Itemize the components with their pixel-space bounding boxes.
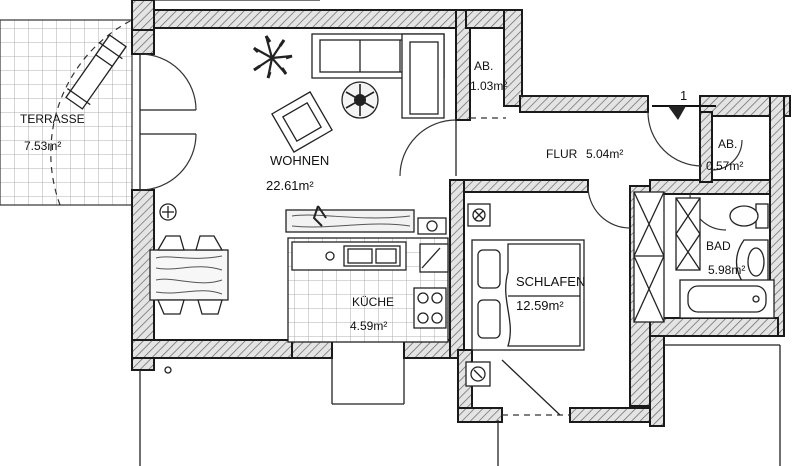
terrace-name: TERRASSE [20, 112, 85, 126]
vent-icon [467, 203, 491, 227]
hall-name: FLUR [546, 147, 578, 161]
radiator-icon [465, 361, 491, 387]
bedroom-area: 12.59m² [516, 298, 564, 313]
fridge-icon [419, 243, 449, 273]
bed-icon [471, 239, 585, 351]
armchair-icon [271, 91, 333, 153]
bedroom-door-arc [587, 185, 631, 229]
wardrobe-icon [633, 191, 665, 323]
bath-area: 5.98m² [708, 263, 745, 277]
chair-icon [195, 235, 224, 251]
dining-table-icon [149, 235, 229, 315]
section-marker-label: 1 [680, 88, 687, 103]
room-labels: TERRASSE 7.53m² WOHNEN 22.61m² AB. 1.03m… [20, 59, 745, 333]
drain-icon [164, 366, 172, 374]
sun-lounger-icon [65, 34, 127, 110]
walls [131, 0, 791, 427]
entrance-door-arc [647, 111, 703, 167]
storage1-area: 1.03m² [470, 79, 507, 93]
storage1-name: AB. [474, 59, 493, 73]
storage2-name: AB. [718, 137, 737, 151]
bath-vent-icon [675, 197, 701, 271]
terrace-area: 7.53m² [24, 139, 61, 153]
sofa-icon [311, 33, 445, 119]
bathtub-icon [679, 279, 775, 319]
terrace-door-arc-top [139, 53, 197, 111]
outline-lines [139, 95, 781, 466]
stove-icon [413, 287, 447, 329]
living-area: 22.61m² [266, 178, 314, 193]
section-marker: 1 [652, 88, 716, 120]
kitchen-area: 4.59m² [350, 319, 387, 333]
chair-icon [157, 299, 185, 315]
toilet-icon [729, 203, 769, 229]
pillow-icon [477, 249, 501, 289]
sideboard-icon [285, 205, 415, 233]
chair-icon [156, 235, 185, 251]
hall-area: 5.04m² [586, 147, 623, 161]
kitchen-counter [287, 217, 449, 343]
sink-icon [325, 245, 401, 267]
pillow-icon [477, 299, 501, 339]
ceiling-light-icon [159, 203, 177, 221]
living-door-arc [399, 119, 457, 177]
round-table-icon [341, 81, 379, 119]
terrace-door-arc-bottom [139, 133, 197, 191]
vent-icon [417, 217, 447, 235]
storage-door-arc [711, 139, 743, 171]
living-name: WOHNEN [270, 153, 329, 168]
washbasin-icon [735, 239, 769, 285]
bedroom-name: SCHLAFEN [516, 274, 585, 289]
terrace-dashed-arc [50, 19, 133, 206]
chair-icon [197, 299, 223, 315]
plant-icon [252, 35, 293, 79]
storage2-area: 0.57m² [706, 159, 743, 173]
terrace [0, 19, 133, 206]
kitchen-name: KÜCHE [352, 295, 394, 309]
bath-name: BAD [706, 239, 731, 253]
